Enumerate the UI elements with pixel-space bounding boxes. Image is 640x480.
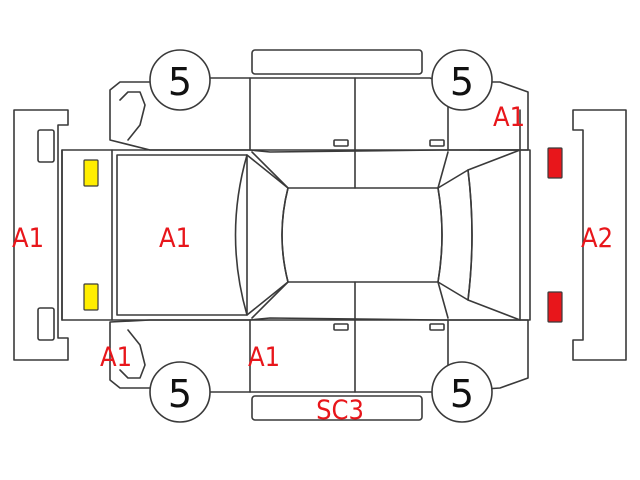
- taillamp-lower: [547, 291, 563, 323]
- trunk-panel: [467, 149, 521, 321]
- wheel-front-right: 5: [149, 361, 211, 423]
- wheel-front-right-label: 5: [168, 372, 192, 416]
- wheel-front-left-label: 5: [168, 60, 192, 104]
- wheel-rear-right-label: 5: [450, 372, 474, 416]
- code-rear-bumper: A2: [581, 223, 613, 254]
- hood-panel: [116, 154, 248, 316]
- code-hood: A1: [159, 223, 191, 254]
- front-bumper: [13, 109, 69, 361]
- code-left-front-fender: A1: [100, 342, 132, 373]
- wheel-rear-right: 5: [431, 361, 493, 423]
- headlamp-upper: [83, 159, 99, 187]
- rear-bumper: [572, 109, 627, 361]
- code-right-rear-fender: A1: [493, 102, 525, 133]
- taillamp-upper: [547, 147, 563, 179]
- wheel-front-left: 5: [149, 49, 211, 111]
- rear-window: [437, 169, 473, 301]
- code-front-bumper: A1: [12, 223, 44, 254]
- roof: [281, 187, 443, 283]
- top-side-strip: [251, 49, 423, 75]
- top-view-body: [61, 149, 531, 321]
- headlamp-lower: [83, 283, 99, 311]
- bottom-side-strip: [251, 395, 423, 421]
- wheel-rear-left-label: 5: [450, 60, 474, 104]
- code-left-rocker: SC3: [316, 395, 364, 426]
- wheel-rear-left: 5: [431, 49, 493, 111]
- code-left-front-door: A1: [248, 342, 280, 373]
